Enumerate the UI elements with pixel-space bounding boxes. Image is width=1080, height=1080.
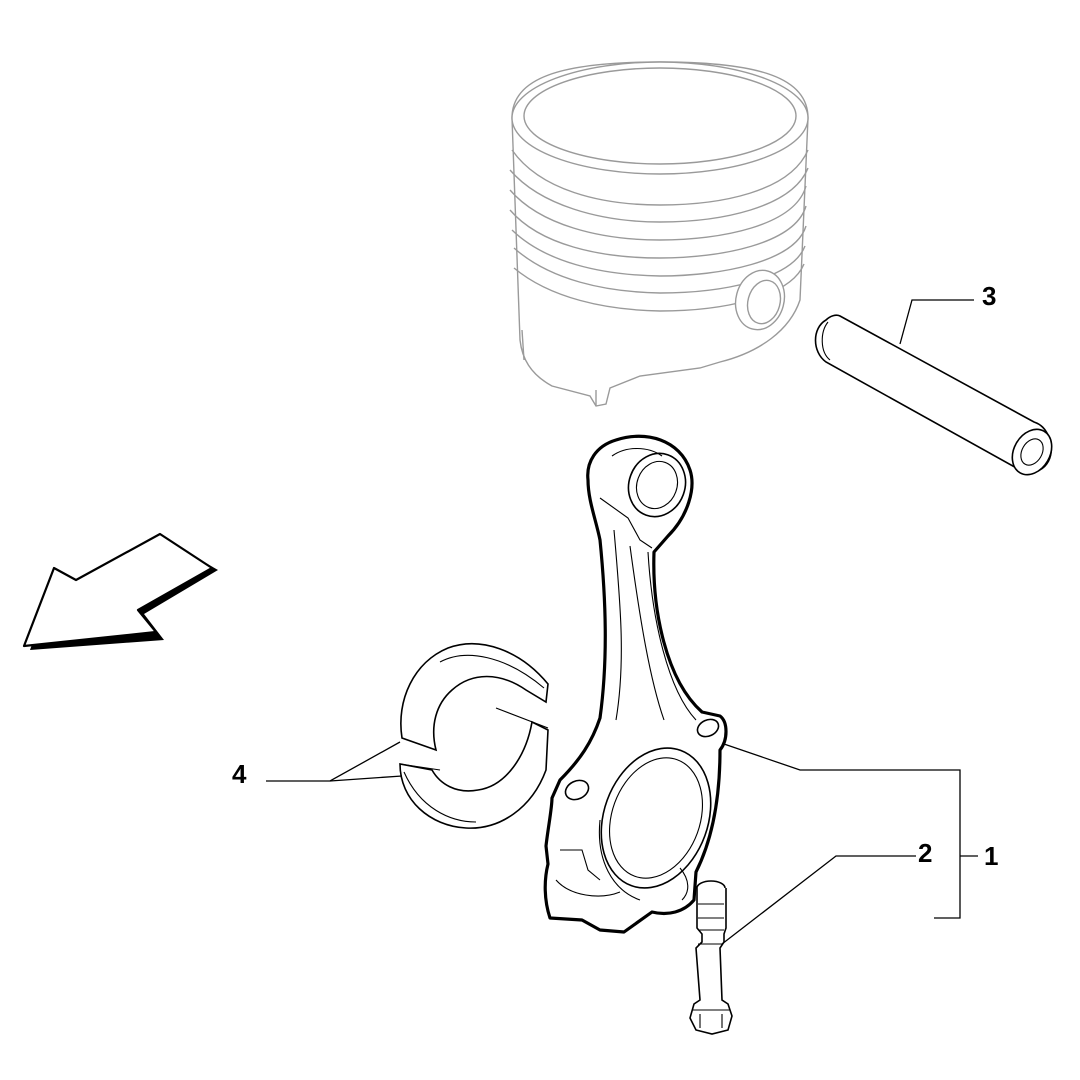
leader-4b (329, 775, 403, 782)
callout-2: 2 (918, 838, 932, 868)
callout-1: 1 (984, 841, 998, 871)
leader-1 (723, 743, 961, 919)
leader-lines (266, 299, 978, 945)
bearing-shell-icon (399, 643, 549, 829)
piston-icon (509, 61, 809, 407)
callout-4: 4 (232, 759, 247, 789)
direction-arrow-icon (22, 532, 218, 650)
rod-bolt-icon (689, 880, 733, 1035)
leader-3 (899, 299, 974, 345)
leader-2 (721, 855, 916, 945)
connecting-rod-icon (543, 434, 728, 934)
callout-3: 3 (982, 281, 996, 311)
leader-4a (266, 741, 401, 782)
piston-pin-icon (814, 314, 1053, 476)
